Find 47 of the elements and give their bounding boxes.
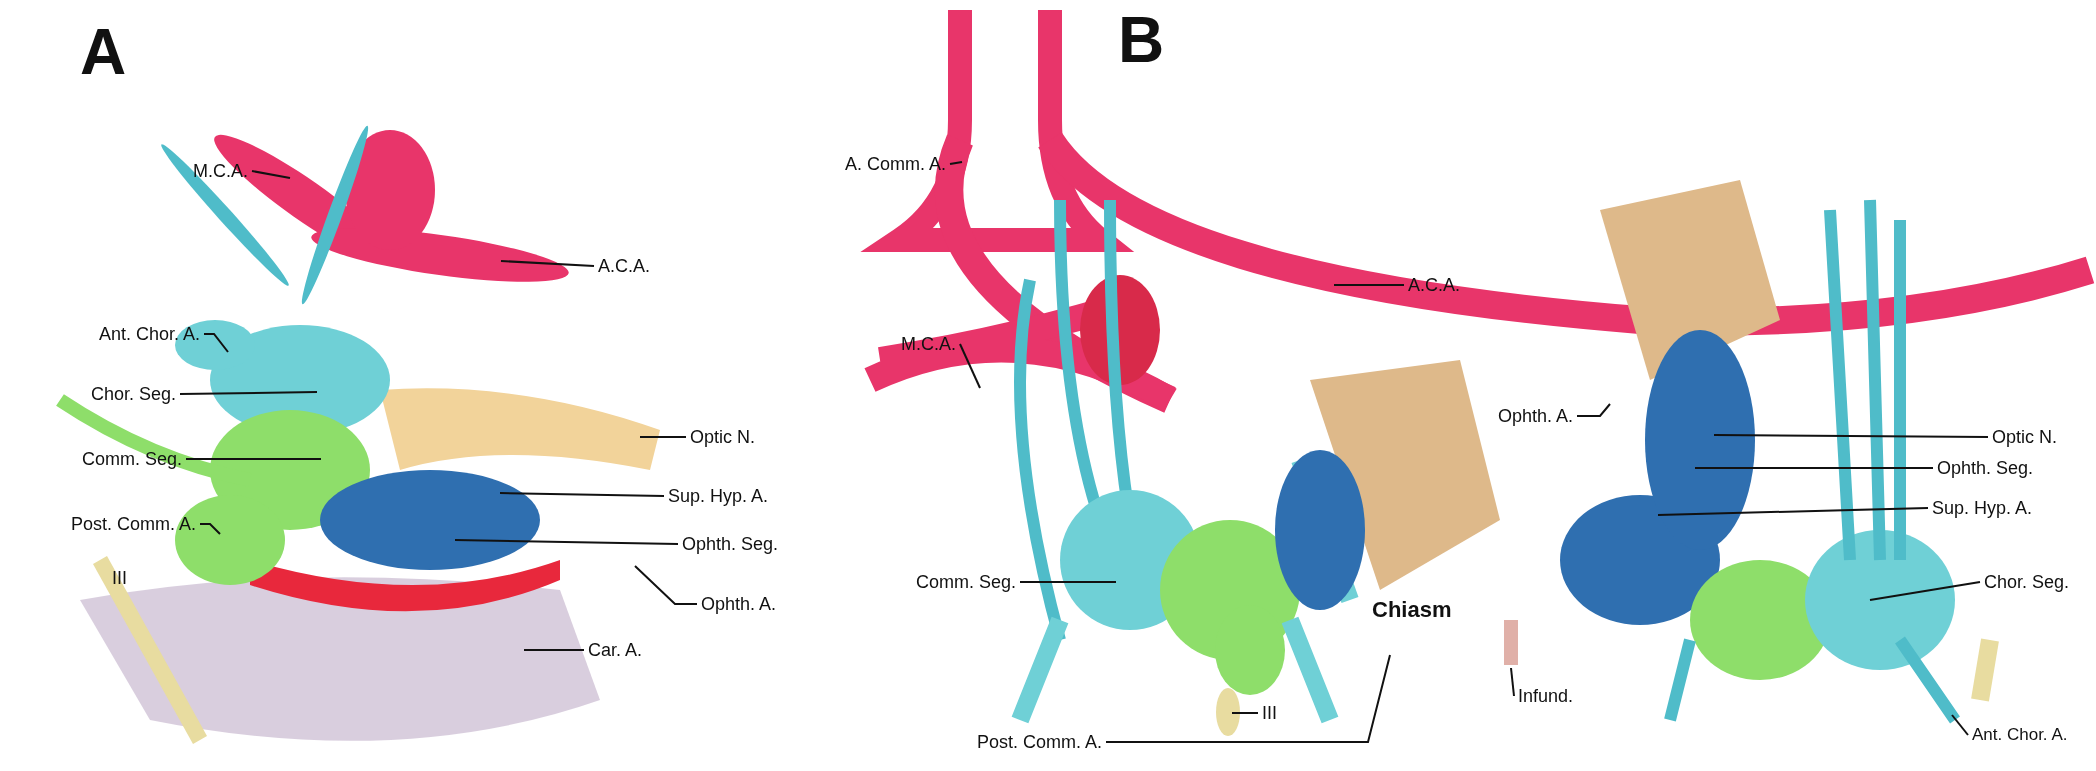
leader-line <box>1657 507 1929 516</box>
leader-line <box>1576 403 1611 417</box>
leader-line <box>1333 284 1405 286</box>
part-label: Ophth. Seg. <box>682 534 779 554</box>
part-label: Optic N. <box>1992 427 2057 447</box>
part-label: Ant. Chor. A. <box>98 324 200 344</box>
part-label: III <box>112 568 127 588</box>
leader-line <box>251 170 291 179</box>
leader-line <box>1694 467 1934 469</box>
part-label: A.C.A. <box>598 256 650 276</box>
leader-line <box>1231 712 1259 714</box>
part-label: Post. Comm. A. <box>976 732 1102 752</box>
part-label: Post. Comm. A. <box>70 514 196 534</box>
part-label: Comm. Seg. <box>915 572 1016 592</box>
part-label: Chiasm <box>1372 600 1452 620</box>
part-label: Car. A. <box>588 640 643 660</box>
panel-letter: B <box>1118 8 1165 72</box>
leader-line <box>499 492 665 497</box>
leader-line <box>523 649 585 651</box>
part-label: Sup. Hyp. A. <box>668 486 769 506</box>
part-label: Ant. Chor. A. <box>1972 725 2068 745</box>
leader-line <box>179 391 318 395</box>
leader-line <box>203 333 229 353</box>
leader-line <box>1105 654 1391 743</box>
leader-line <box>639 436 687 438</box>
leader-line <box>959 343 981 389</box>
part-label: Ophth. A. <box>1497 406 1573 426</box>
part-label: III <box>1262 703 1277 723</box>
leader-line <box>500 260 595 267</box>
leader-line <box>185 458 322 460</box>
leader-line <box>454 539 679 545</box>
part-label: Infund. <box>1518 686 1574 706</box>
part-label: Chor. Seg. <box>90 384 176 404</box>
leader-line <box>949 161 963 165</box>
leader-line <box>1713 434 1989 438</box>
part-label: M.C.A. <box>901 334 956 354</box>
panel-letter: A <box>80 20 127 84</box>
leader-line <box>1510 667 1515 697</box>
part-label: Optic N. <box>690 427 755 447</box>
part-label: Chor. Seg. <box>1984 572 2070 592</box>
part-label: Ophth. Seg. <box>1937 458 2034 478</box>
part-label: Sup. Hyp. A. <box>1932 498 2033 518</box>
leader-line <box>634 565 698 605</box>
leader-line <box>1951 714 1969 736</box>
leader-line <box>199 523 221 535</box>
leader-line <box>1019 581 1117 583</box>
part-label: Ophth. A. <box>701 594 777 614</box>
